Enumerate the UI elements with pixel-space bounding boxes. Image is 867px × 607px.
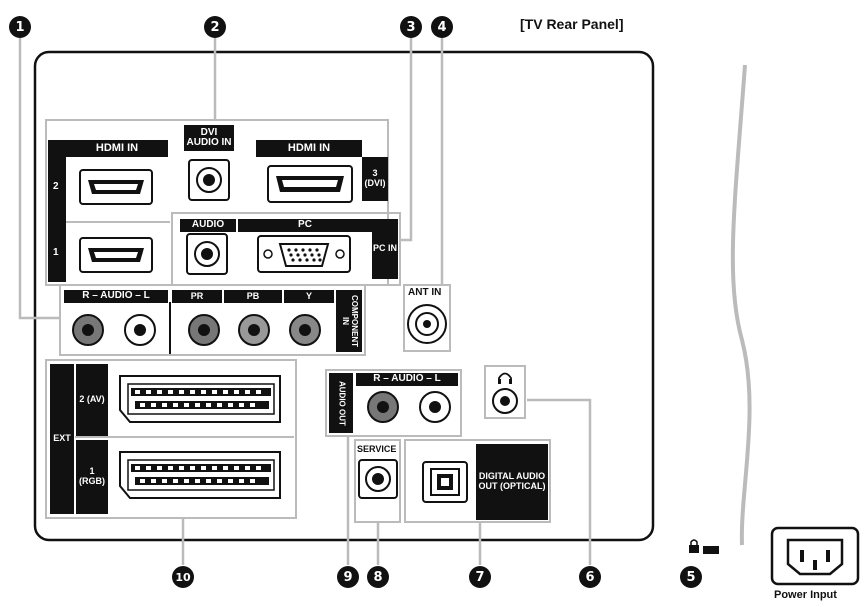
callout-1: 1 <box>9 16 31 38</box>
headphone-icon <box>497 371 513 385</box>
callout-6: 6 <box>579 566 601 588</box>
y-header: Y <box>284 290 334 303</box>
hdmi-in-left-header: HDMI IN <box>66 140 168 157</box>
pb-header: PB <box>224 290 282 303</box>
component-in-label: COMPONENT IN <box>336 290 362 352</box>
callout-4: 4 <box>431 16 453 38</box>
component-jacks <box>72 302 321 354</box>
pr-header: PR <box>172 290 222 303</box>
hdmi-1-port <box>79 237 153 273</box>
ext1-label: 1 (RGB) <box>76 440 108 514</box>
pc-header: PC <box>238 219 372 232</box>
digital-audio-out-label: DIGITAL AUDIO OUT (OPTICAL) <box>476 444 548 520</box>
callout-9: 9 <box>337 566 359 588</box>
ext-label: EXT <box>50 364 74 514</box>
panel-title: [TV Rear Panel] <box>520 16 624 32</box>
callout-2: 2 <box>204 16 226 38</box>
power-input-label: Power Input <box>774 589 837 601</box>
hdmi-in-right-header: HDMI IN <box>256 140 362 157</box>
dvi-audio-in-header: DVI AUDIO IN <box>184 125 234 151</box>
pc-in-label: PC IN <box>372 219 398 279</box>
callout-8: 8 <box>367 566 389 588</box>
service-label: SERVICE <box>357 444 397 454</box>
callout-10: 10 <box>172 566 194 588</box>
scart-1-port <box>119 451 281 499</box>
callout-5: 5 <box>680 566 702 588</box>
callout-7: 7 <box>469 566 491 588</box>
audio-out-lr-header: R – AUDIO – L <box>356 373 458 386</box>
callout-3: 3 <box>400 16 422 38</box>
audio-out-label: AUDIO OUT <box>329 373 353 433</box>
pc-audio-header: AUDIO <box>180 219 236 232</box>
scart-2-port <box>119 375 281 423</box>
hdmi-3-port <box>267 165 353 203</box>
component-audio-header: R – AUDIO – L <box>64 290 168 303</box>
ant-in-label: ANT IN <box>408 287 442 298</box>
hdmi-port-1-label: 1 <box>53 247 59 258</box>
hdmi-2-port <box>79 169 153 205</box>
ext2-label: 2 (AV) <box>76 364 108 436</box>
hdmi-port-3-label: 3 (DVI) <box>362 157 388 201</box>
hdmi-side-bar <box>48 140 66 282</box>
hdmi-port-2-label: 2 <box>53 181 59 192</box>
kensington-lock-icon <box>689 539 719 554</box>
